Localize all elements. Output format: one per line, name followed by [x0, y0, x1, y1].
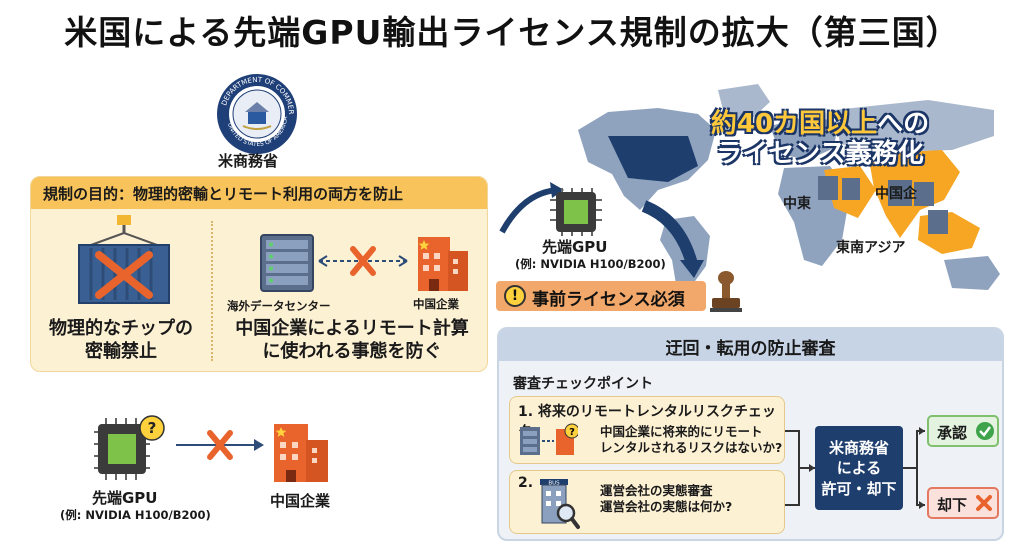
australia-region [944, 256, 1000, 290]
gpu-chip-icon: ? [94, 415, 165, 480]
china-company-building-icon-2 [274, 424, 328, 482]
map-gpu-example: (例: NVIDIA H100/B200) [515, 257, 666, 271]
checkpoint-card-2: 2. BUS 運営会社の実態審査 運営会社の実態は何か? [509, 470, 785, 534]
checkpoint-1-desc: 中国企業に将来的にリモート レンタルされるリスクはないか? [600, 424, 783, 456]
bottom-gpu-label: 先端GPU [92, 489, 158, 507]
server-cluster-icons [818, 176, 948, 234]
divider [211, 221, 213, 361]
europe-region [770, 116, 838, 160]
map-gpu-chip-icon [550, 188, 602, 236]
x-icon [976, 495, 992, 511]
checkpoint-card-1: 1. 将来のリモートレンタルリスクチェック ? 中国企業に将来的にリモート レン… [509, 396, 785, 464]
company-inspection-icon: BUS [540, 479, 580, 529]
blocked-export-arrow-icon [176, 430, 264, 460]
review-header: 迂回・転用の防止審査 [499, 329, 1002, 361]
datacenter-server-icon [260, 234, 314, 292]
shipping-container-icon [78, 215, 170, 304]
china-company-building-icon [418, 237, 468, 291]
stamp-icon [710, 271, 742, 312]
agency-label: 米商務省 [218, 152, 279, 170]
checkpoint-2-num: 2. [518, 475, 534, 491]
bus-tag: BUS [548, 481, 560, 487]
exclamation-icon: ! [504, 285, 526, 307]
cn-company-label: 中国企業 [413, 297, 459, 311]
region-china-label: 中国企 [875, 186, 917, 202]
world-map [578, 84, 1000, 290]
right-caption: 中国企業によるリモート計算 に使われる事態を防ぐ [235, 318, 469, 362]
page-title: 米国による先端GPU輸出ライセンス規制の拡大（第三国） [64, 13, 960, 52]
purpose-header: 規制の目的：物理的密輸とリモート利用の両方を防止 [31, 177, 487, 209]
flow-connectors [785, 427, 925, 509]
region-middle-east-label: 中東 [783, 196, 811, 212]
check-icon [976, 422, 994, 440]
reject-badge: 却下 [927, 487, 999, 519]
purpose-panel: 規制の目的：物理的密輸とリモート利用の両方を防止 物理的なチップの 密輸禁止 海… [30, 176, 488, 372]
review-panel: 迂回・転用の防止審査 審査チェックポイント 1. 将来のリモートレンタルリスクチ… [497, 327, 1004, 541]
region-sea-label: 東南アジア [836, 240, 906, 256]
map-gpu-label: 先端GPU [542, 238, 608, 256]
sea-region [918, 212, 980, 254]
datacenter-label: 海外データセンター [227, 299, 331, 313]
decision-box: 米商務省 による 許可・却下 [815, 426, 903, 510]
bottom-gpu-example: (例: NVIDIA H100/B200) [60, 508, 211, 522]
checkpoints-title: 審査チェックポイント [513, 376, 653, 392]
bottom-cn-label: 中国企業 [270, 492, 331, 510]
approve-badge: 承認 [927, 415, 999, 447]
svg-text:?: ? [148, 419, 157, 437]
map-callout: 約40カ国以上への ライセンス義務化 [710, 109, 930, 169]
usa-region [608, 136, 698, 182]
left-caption: 物理的なチップの 密輸禁止 [49, 318, 193, 362]
remote-rental-icon: ? [520, 423, 578, 455]
license-required-banner: ! 事前ライセンス必須 [496, 281, 706, 311]
checkpoint-2-desc: 運営会社の実態審査 運営会社の実態は何か? [600, 483, 733, 515]
blocked-link-icon [318, 246, 408, 276]
export-arrow-icon [499, 182, 564, 234]
commerce-seal-icon: DEPARTMENT OF COMMERCE UNITED STATES OF … [215, 72, 297, 154]
prohibited-x-icon [95, 251, 153, 299]
flow-arrow-icon [641, 200, 704, 278]
svg-text:?: ? [569, 427, 575, 438]
